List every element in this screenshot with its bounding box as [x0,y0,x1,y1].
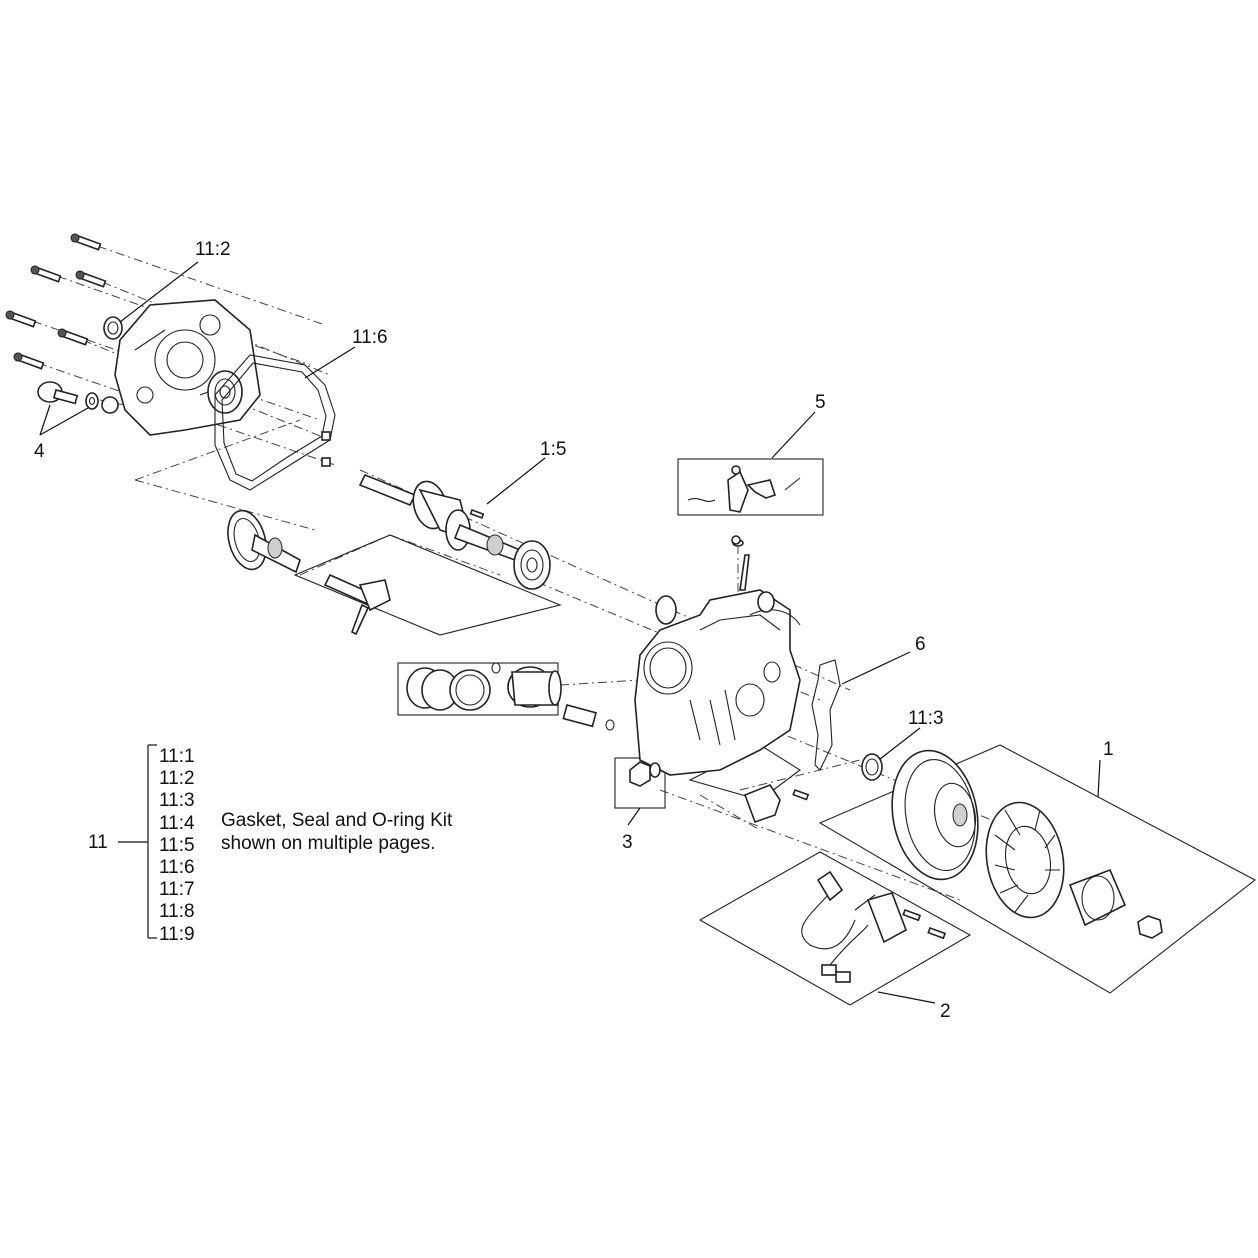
oil-seal [103,316,123,340]
kit-number: 11 [88,832,108,853]
kit-item: 11:3 [159,790,195,811]
cover-bolts [5,233,107,370]
callout-11-3: 11:3 [908,708,944,729]
oil-fill-plug [37,381,99,410]
piston-assembly [406,662,615,731]
kit-item: 11:4 [159,813,195,834]
main-bearing [513,540,551,590]
callout-11-2: 11:2 [195,239,231,260]
kit-item: 11:8 [159,901,195,922]
kit-description-line-2: shown on multiple pages. [221,833,435,854]
balancer-assembly [323,573,391,636]
drain-bolt [629,761,661,787]
kit-item: 11:7 [159,879,195,900]
o-ring-small [101,396,119,414]
crankshaft [358,473,522,561]
kit-item: 11:5 [159,835,195,856]
flywheel-nut [1137,915,1163,939]
callout-4: 4 [34,441,45,462]
callout-6: 6 [915,634,926,655]
flywheel-assembly [891,749,1163,939]
callout-1-5: 1:5 [540,439,566,460]
kit-description-line-1: Gasket, Seal and O-ring Kit [221,810,453,831]
cooling-fan [985,801,1065,919]
kit-item: 11:9 [159,924,195,945]
side-gasket [811,659,841,771]
kit-legend: 11 11:111:211:311:411:511:611:711:811:9 … [88,744,453,945]
kit-item: 11:6 [159,857,195,878]
ignition-coil-assembly [801,870,947,983]
kit-item: 11:1 [159,746,195,767]
piston-pin [562,704,597,728]
crankcase-cover [101,299,261,436]
kit-item-list: 11:111:211:311:411:511:611:711:811:9 [159,746,195,945]
camshaft [227,509,301,574]
callout-leaders [39,261,1101,1004]
starter-cup [1068,868,1127,927]
callout-1: 1 [1103,739,1114,760]
cover-bearing [207,370,243,414]
governor-kit-box [677,458,824,516]
engine-block [634,539,801,776]
governor-kit [687,465,801,545]
base-bracket [743,784,810,824]
crank-key [469,508,485,519]
crank-oil-seal [861,753,883,781]
callout-2: 2 [940,1001,951,1022]
callout-11-6: 11:6 [352,327,388,348]
kit-item: 11:2 [159,768,195,789]
cover-gasket [214,354,336,491]
governor-gear [655,595,677,625]
callout-labels: 11:2 11:6 4 1:5 5 6 11:3 1 3 2 [34,239,1114,1022]
callout-3: 3 [622,832,633,853]
callout-5: 5 [815,392,826,413]
